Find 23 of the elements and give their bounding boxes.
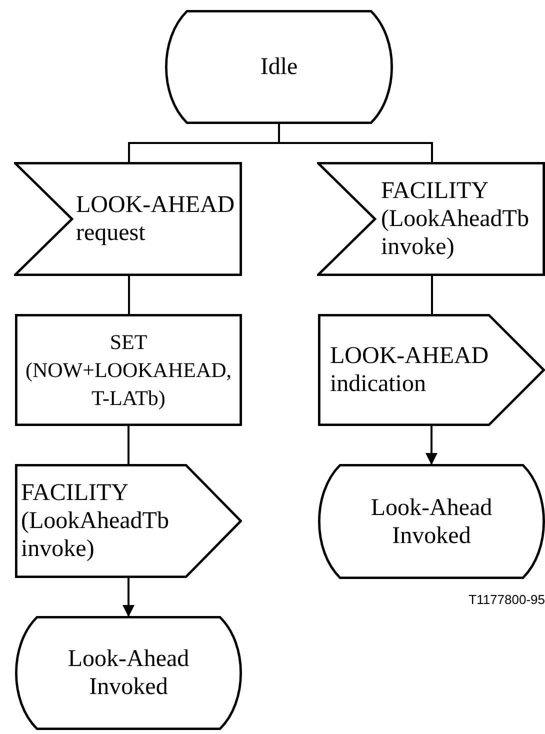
state-symbol	[318, 464, 545, 579]
state-symbol	[165, 10, 393, 124]
state-symbol	[15, 616, 242, 730]
connector-line	[278, 124, 433, 162]
node-label: LOOK-AHEAD request	[76, 191, 236, 247]
node-label: Look-Ahead Invoked	[66, 645, 190, 701]
arrow	[426, 426, 438, 465]
node-label: LOOK-AHEAD indication	[330, 342, 490, 398]
node-label: FACILITY (LookAheadTb invoke)	[21, 479, 170, 563]
connector-line	[431, 276, 433, 314]
input-signal-symbol	[14, 162, 242, 276]
node-label: Look-Ahead Invoked	[370, 494, 494, 550]
node-label: Idle	[259, 53, 299, 81]
output-signal-symbol	[318, 314, 545, 426]
connector-line	[128, 276, 130, 314]
output-signal-symbol	[15, 464, 242, 578]
arrow	[122, 578, 134, 617]
node-label: FACILITY (LookAheadTb invoke)	[381, 177, 530, 261]
connector-line	[128, 426, 130, 464]
input-signal-symbol	[317, 162, 545, 276]
task-box	[15, 314, 242, 426]
node-label: SET (NOW+LOOKAHEAD, T-LATb)	[24, 329, 233, 412]
figure-number: T1177800-95	[468, 592, 545, 608]
